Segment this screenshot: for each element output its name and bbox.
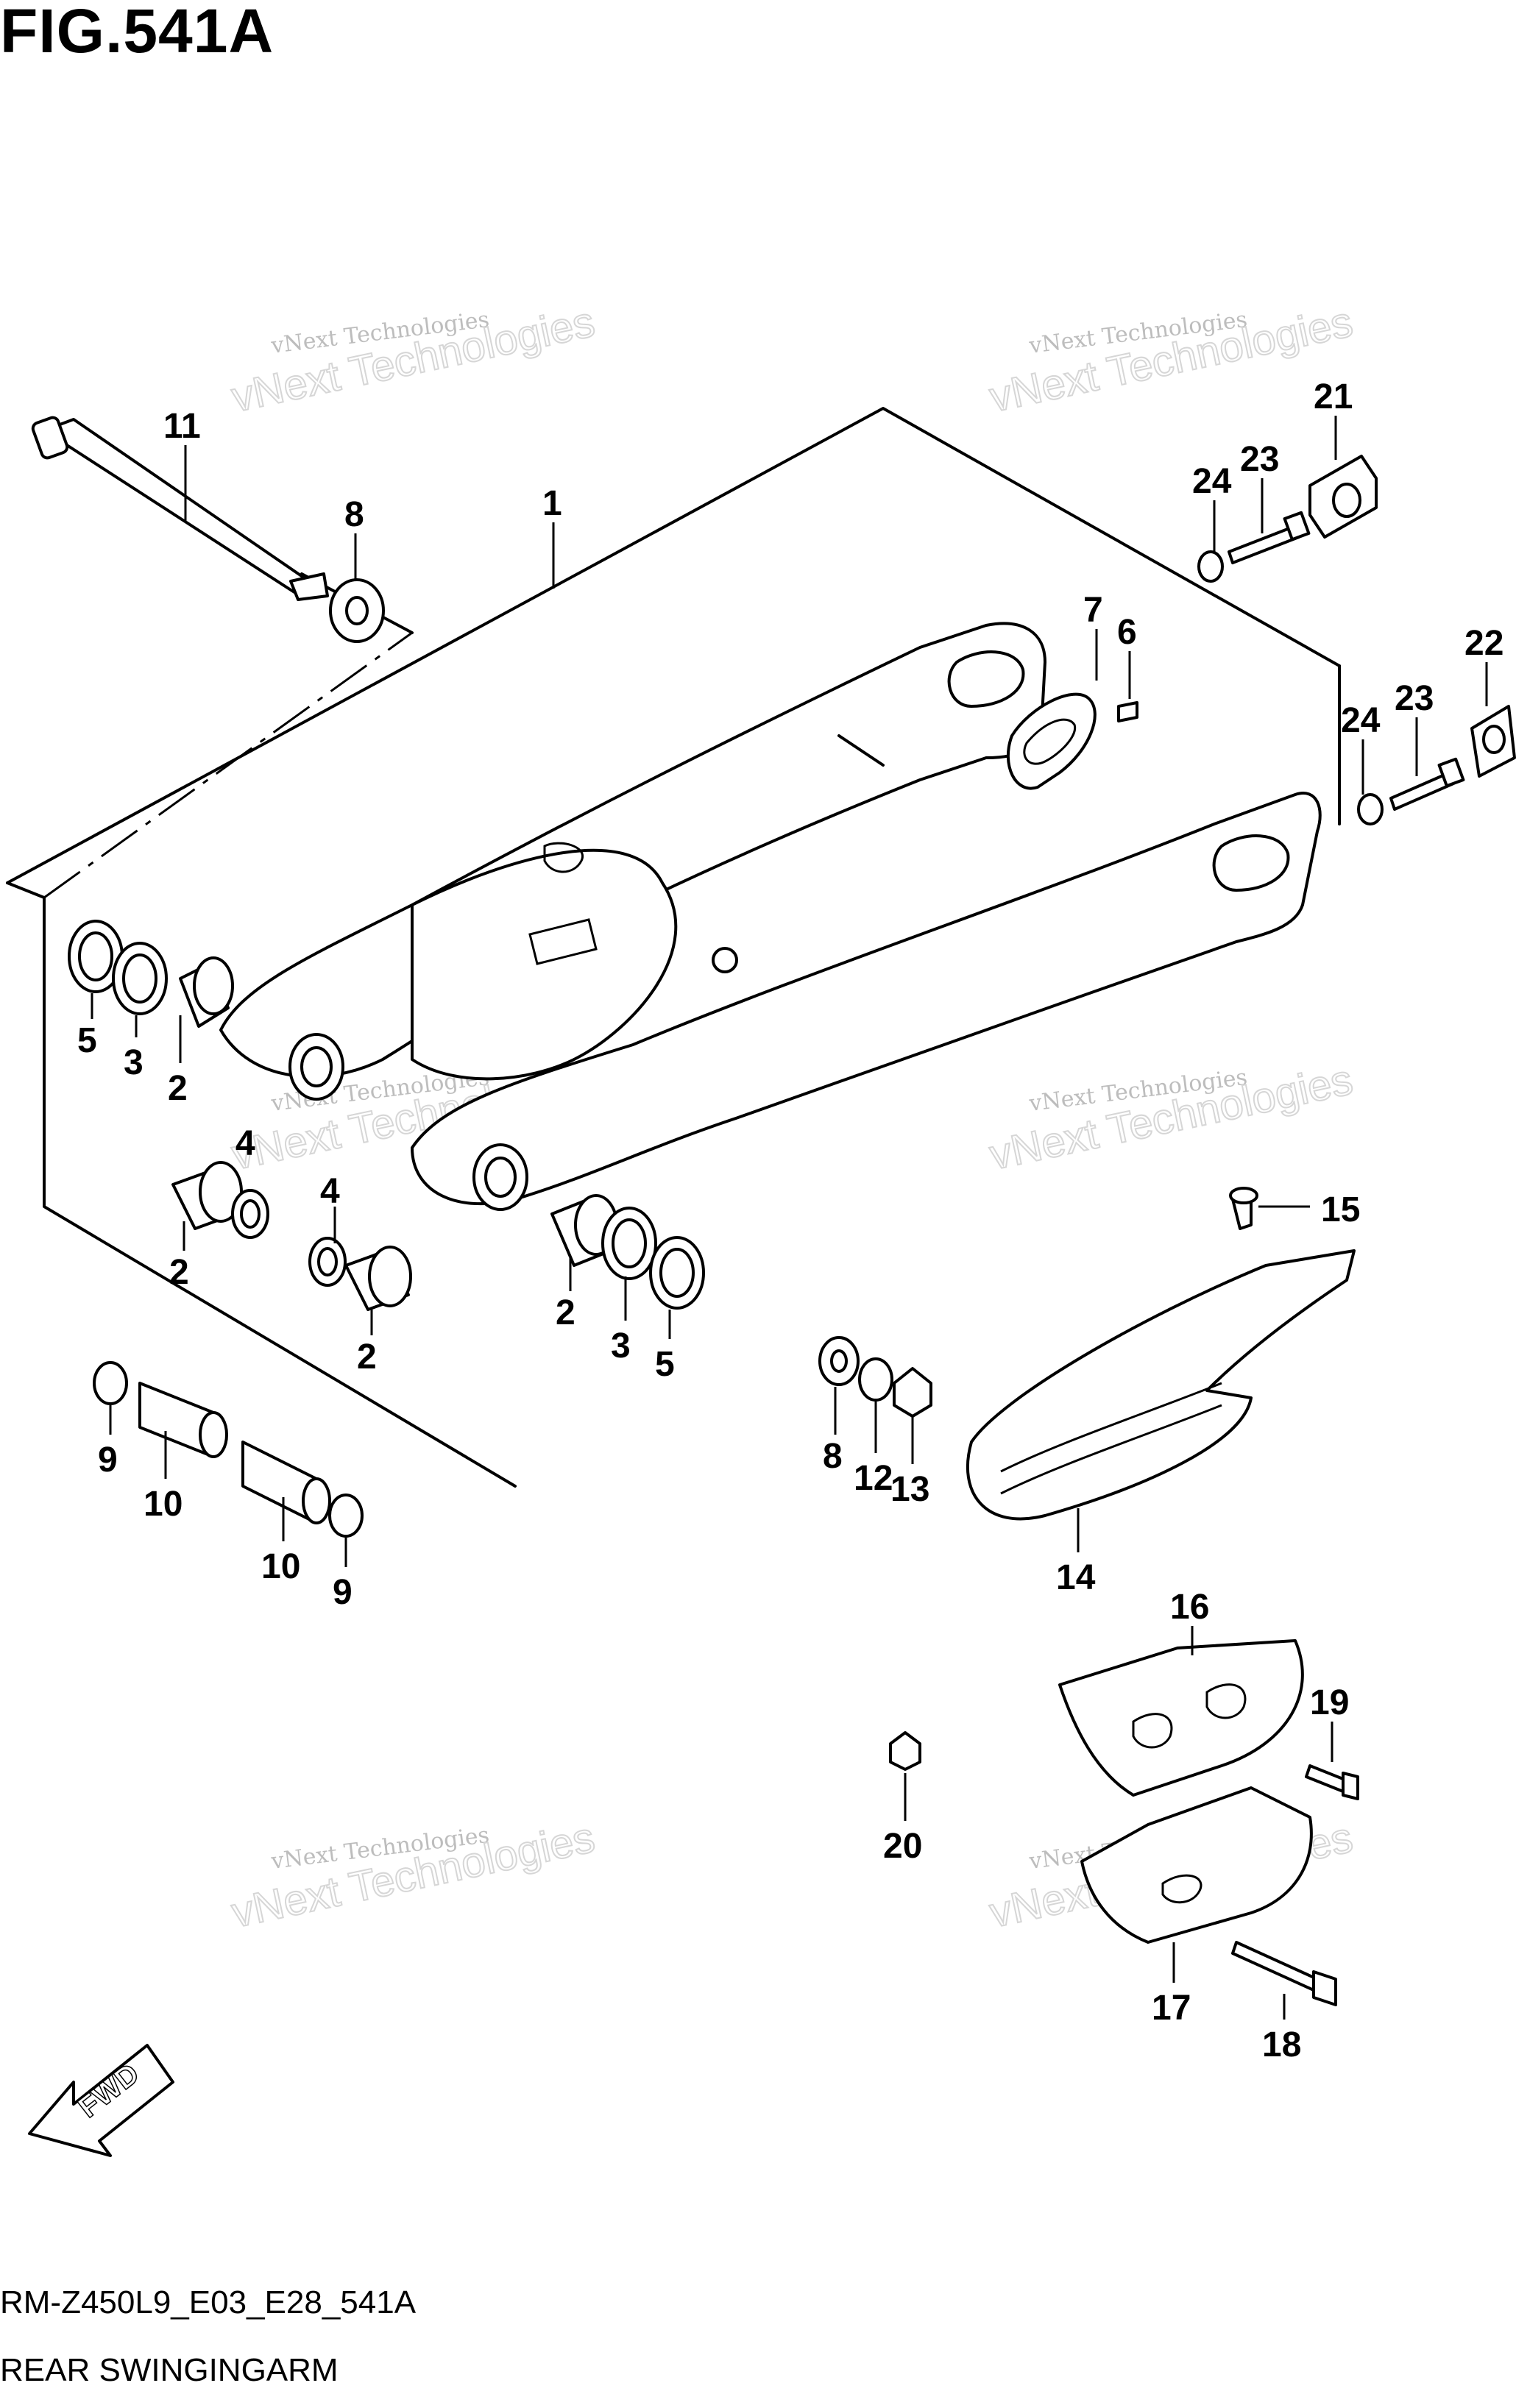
washer-24-bottom [1357, 793, 1384, 825]
chain-adjuster-plate-7 [1007, 692, 1097, 790]
left-bearing-2 [179, 956, 234, 1028]
washer-9-right [328, 1494, 364, 1538]
callout-5: 5 [655, 1345, 675, 1384]
washer-12 [858, 1357, 893, 1402]
callout-5: 5 [77, 1021, 97, 1060]
washer-8-bottom [818, 1336, 860, 1386]
callout-22: 22 [1464, 624, 1503, 663]
spacer-4-left [231, 1189, 269, 1239]
bolt-19 [1305, 1764, 1359, 1800]
callout-14: 14 [1056, 1558, 1096, 1597]
callout-1: 1 [542, 484, 562, 523]
bolt-23-bottom [1389, 757, 1465, 811]
chain-guide-16 [1058, 1639, 1304, 1797]
callout-2: 2 [357, 1338, 377, 1377]
callout-3: 3 [611, 1326, 631, 1365]
callout-18: 18 [1262, 2025, 1301, 2064]
callout-17: 17 [1152, 1989, 1191, 2028]
callout-4: 4 [235, 1124, 255, 1163]
bearing-2-left [171, 1161, 243, 1230]
callout-9: 9 [333, 1573, 353, 1612]
block-22 [1470, 705, 1516, 778]
bolt-18 [1231, 1941, 1337, 2006]
washer-8-top [329, 578, 385, 643]
nut-13 [893, 1367, 932, 1418]
callout-3: 3 [124, 1043, 144, 1082]
washer-9-left [93, 1361, 128, 1405]
screw-15 [1229, 1187, 1258, 1230]
callout-19: 19 [1310, 1683, 1349, 1722]
callout-8: 8 [823, 1437, 843, 1476]
callout-24: 24 [1192, 462, 1232, 501]
callout-7: 7 [1083, 591, 1103, 630]
callout-2: 2 [556, 1293, 575, 1332]
right-bearing-3 [601, 1207, 657, 1280]
callout-12: 12 [854, 1459, 893, 1498]
figure-title: FIG.541A [0, 0, 274, 65]
nut-20 [889, 1731, 921, 1771]
leader-lines [91, 416, 1488, 2020]
collar-10-left [138, 1382, 228, 1458]
callout-16: 16 [1170, 1588, 1209, 1627]
callout-4: 4 [320, 1172, 340, 1211]
collar-10-right [241, 1441, 331, 1524]
callout-6: 6 [1117, 613, 1137, 652]
callout-10: 10 [144, 1485, 183, 1524]
callout-24: 24 [1341, 701, 1381, 740]
figure-code: RM-Z450L9_E03_E28_541A [0, 2284, 417, 2320]
left-seal-5 [68, 920, 124, 993]
fwd-arrow: FWD [28, 2044, 174, 2157]
chain-slider-14 [966, 1249, 1356, 1521]
callout-20: 20 [883, 1827, 922, 1866]
callout-9: 9 [98, 1441, 118, 1480]
bolt-23-top [1228, 511, 1311, 564]
block-21 [1308, 455, 1378, 539]
callout-8: 8 [344, 495, 364, 534]
callout-2: 2 [169, 1253, 189, 1292]
callout-11: 11 [163, 407, 201, 446]
figure-caption: REAR SWINGINGARM [0, 2352, 339, 2388]
callout-15: 15 [1321, 1190, 1360, 1229]
chain-guide-plate-17 [1080, 1786, 1313, 1944]
callout-13: 13 [890, 1470, 929, 1509]
callout-2: 2 [168, 1069, 188, 1108]
bolt-6 [1117, 701, 1138, 722]
bearing-2-right [344, 1246, 412, 1311]
spacer-4-right [308, 1237, 347, 1287]
washer-24-top [1197, 550, 1224, 583]
callout-23: 23 [1395, 679, 1434, 718]
callouts: 11 8 1 5 3 2 4 2 4 2 2 3 5 9 10 10 9 8 1… [77, 377, 1503, 2064]
left-bearing-3 [112, 942, 168, 1015]
right-seal-5 [649, 1236, 705, 1310]
pivot-shaft [31, 416, 329, 601]
swingarm [219, 622, 1322, 1211]
callout-10: 10 [261, 1547, 300, 1586]
callout-23: 23 [1240, 440, 1279, 479]
callout-21: 21 [1314, 377, 1353, 416]
